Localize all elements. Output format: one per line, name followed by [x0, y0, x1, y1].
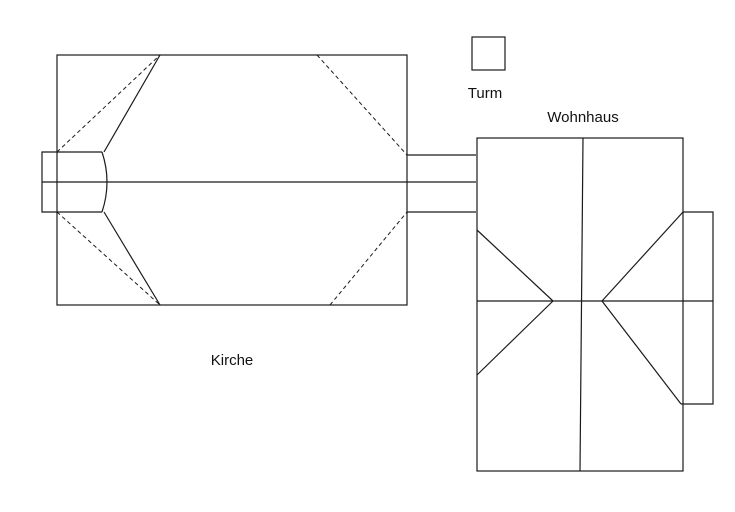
- church-hip-bottom: [103, 211, 161, 306]
- church-dashed-left-top: [56, 54, 161, 153]
- connecting-corridor: [407, 154, 476, 213]
- house-hip-right-bottom: [601, 300, 682, 405]
- house-side-annex: [681, 211, 714, 405]
- church-hip-top: [103, 54, 161, 153]
- church-dashed-left-bottom: [56, 211, 161, 306]
- house-hip-right-top: [601, 211, 684, 302]
- tower-label: Turm: [468, 85, 502, 102]
- church-outline: [56, 54, 408, 306]
- house-hip-left-top: [476, 229, 554, 302]
- church-dashed-right-bottom: [329, 211, 408, 306]
- house-building: [476, 137, 714, 472]
- church-label: Kirche: [211, 352, 254, 369]
- church-building: [41, 54, 476, 306]
- house-label: Wohnhaus: [547, 109, 618, 126]
- church-dashed-right-top: [316, 54, 408, 156]
- tower-square: [471, 36, 506, 71]
- house-ridge-vertical: [579, 137, 584, 472]
- house-hip-left-bottom: [476, 300, 554, 376]
